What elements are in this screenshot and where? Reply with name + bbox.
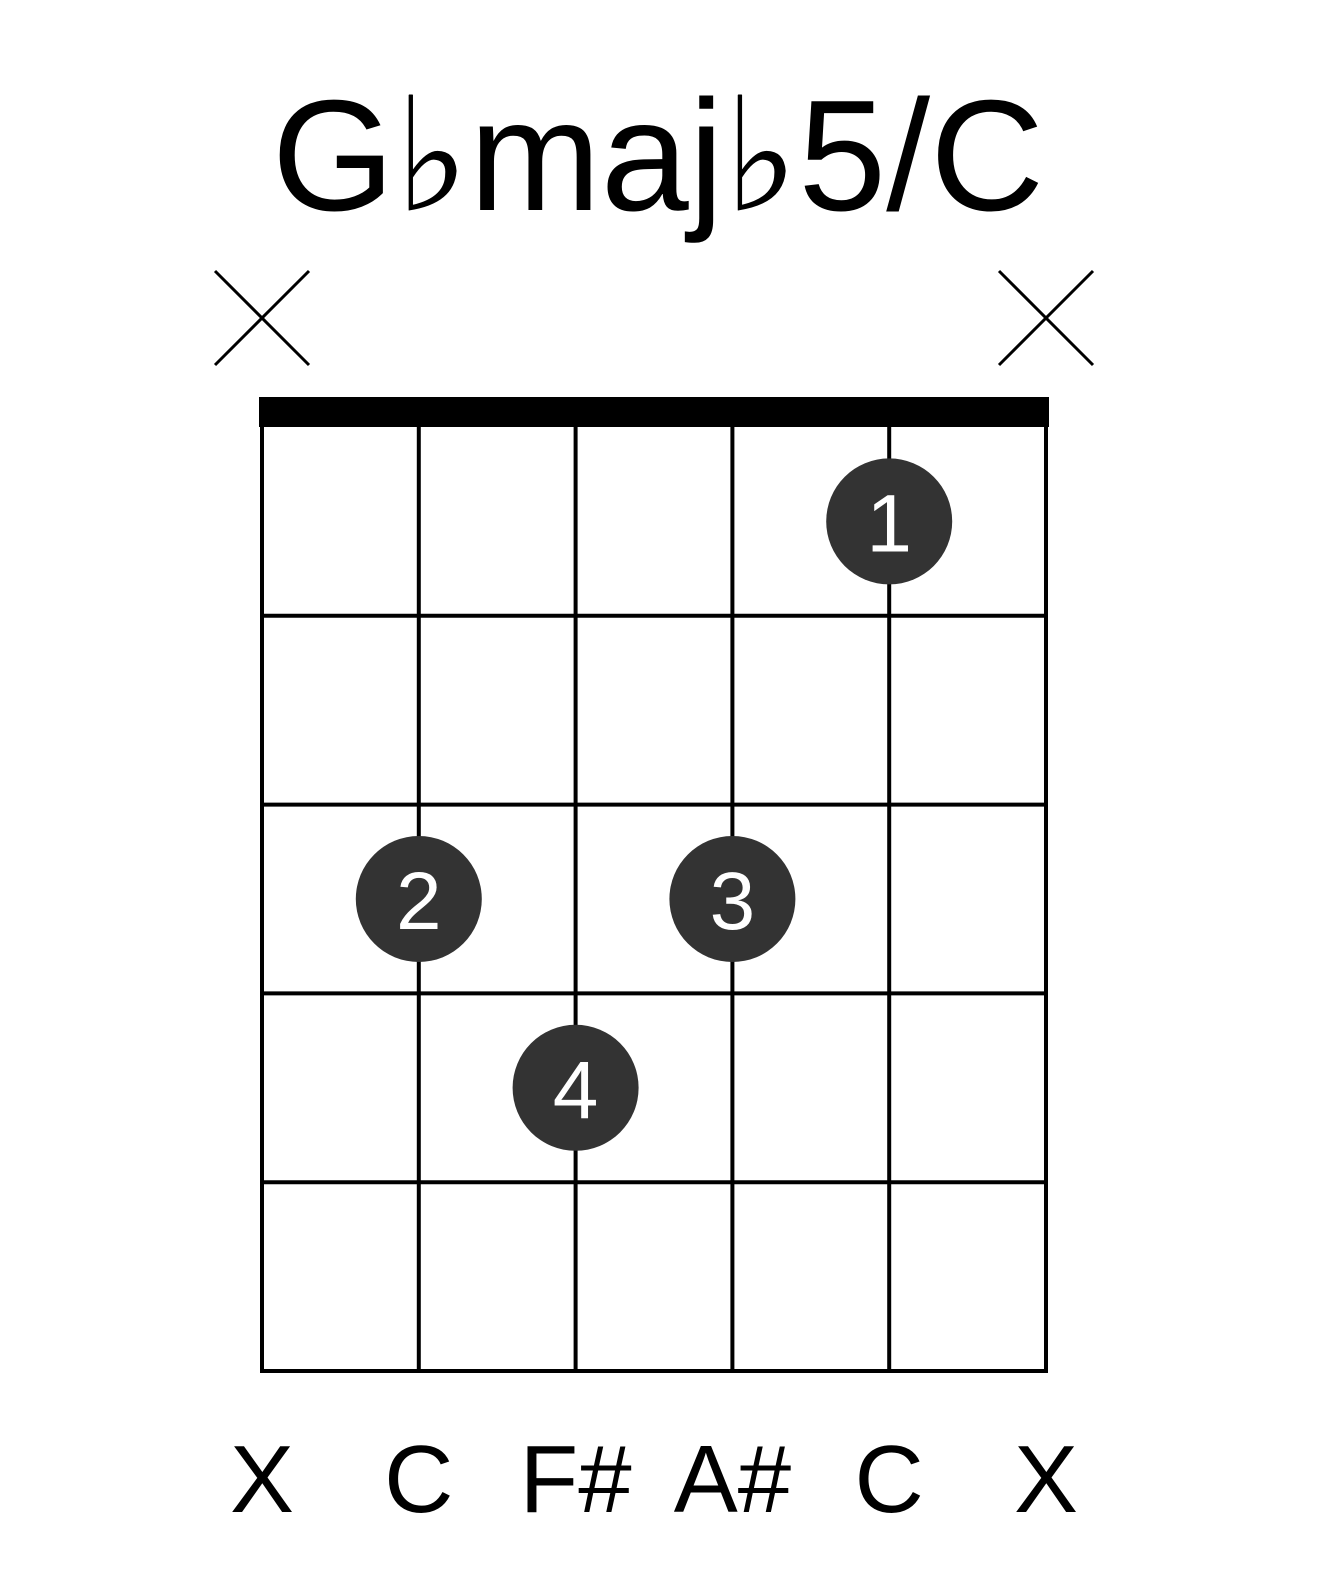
finger-dot-circle xyxy=(826,458,953,585)
finger-dot: 2 xyxy=(355,836,482,962)
finger-label: 4 xyxy=(553,1045,599,1136)
finger-dots: 1 2 3 4 xyxy=(355,458,953,1151)
string-note-label: A# xyxy=(674,1426,791,1533)
string-note-label: X xyxy=(230,1426,294,1533)
mute-marker-stroke xyxy=(213,269,311,367)
string-note-label: C xyxy=(384,1426,453,1533)
string-note-label: F# xyxy=(520,1426,632,1533)
string-note-label: C xyxy=(855,1426,924,1533)
string-markers xyxy=(213,269,1095,367)
finger-dot: 1 xyxy=(826,458,953,585)
nut xyxy=(259,397,1049,427)
finger-dot-circle xyxy=(669,836,796,962)
string-note-label: X xyxy=(1014,1426,1078,1533)
finger-label: 1 xyxy=(866,478,912,569)
finger-dot: 3 xyxy=(669,836,796,962)
finger-label: 2 xyxy=(396,856,442,947)
chord-title: G♭maj♭5/C xyxy=(272,68,1044,244)
finger-label: 3 xyxy=(710,856,756,947)
finger-dot-circle xyxy=(355,836,482,962)
finger-dot: 4 xyxy=(512,1024,639,1151)
mute-marker-icon xyxy=(997,269,1095,367)
finger-dot-circle xyxy=(512,1024,639,1151)
mute-marker-stroke xyxy=(997,269,1095,367)
mute-marker-icon xyxy=(213,269,311,367)
